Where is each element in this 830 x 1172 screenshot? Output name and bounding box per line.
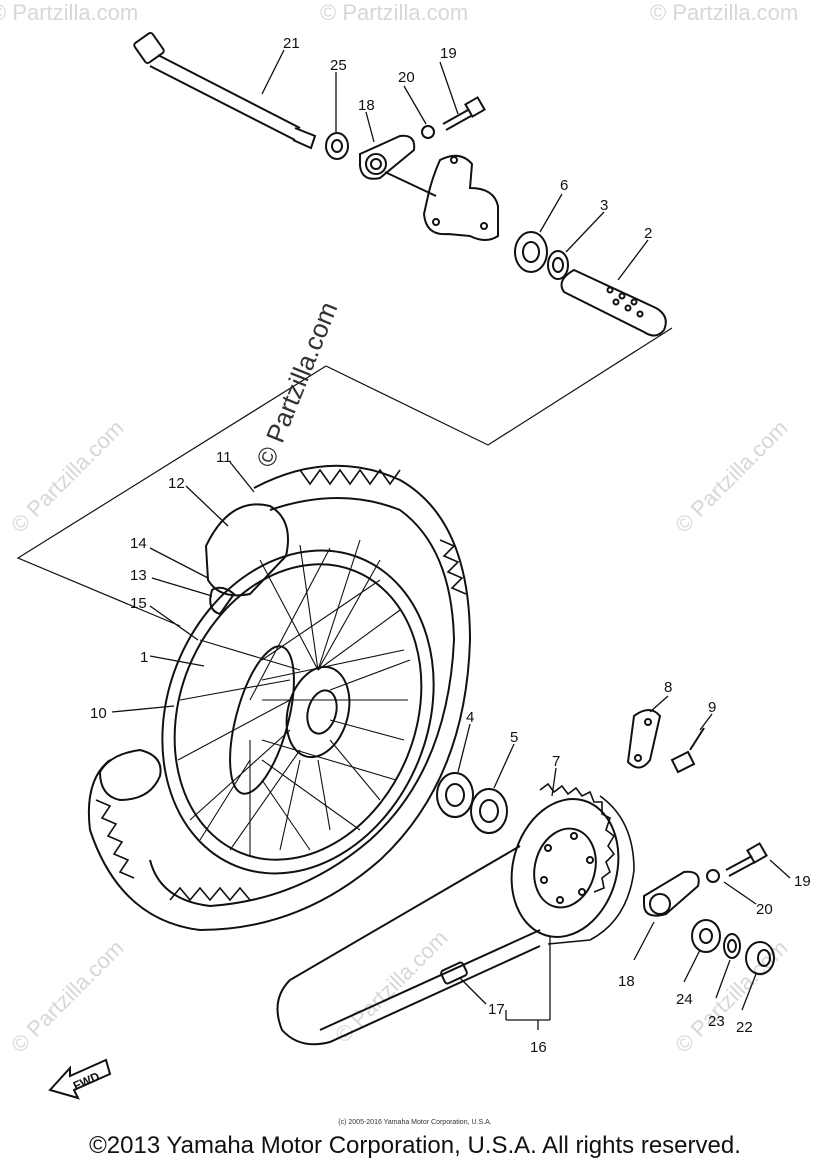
- watermark: © Partzilla.com: [650, 0, 799, 25]
- chain-adjuster-left: [359, 134, 416, 180]
- callout-19-right: 19: [794, 873, 811, 890]
- callout-13: 13: [130, 567, 147, 584]
- callout-3: 3: [600, 197, 608, 214]
- callout-10: 10: [90, 705, 107, 722]
- callout-12: 12: [168, 475, 185, 492]
- sprocket: [510, 782, 620, 938]
- callout-2: 2: [644, 225, 652, 242]
- callout-25: 25: [330, 57, 347, 74]
- callout-17: 17: [488, 1001, 505, 1018]
- callout-20-right: 20: [756, 901, 773, 918]
- callout-6: 6: [560, 177, 568, 194]
- chain: [276, 795, 635, 1046]
- callout-20: 20: [398, 69, 415, 86]
- oil-seal: [547, 250, 569, 280]
- copyright-footer: ©2013 Yamaha Motor Corporation, U.S.A. A…: [89, 1132, 741, 1159]
- adjuster-nut-right: [706, 869, 720, 883]
- callout-23: 23: [708, 1013, 725, 1030]
- bearing-lower: [436, 772, 474, 818]
- callout-8: 8: [664, 679, 672, 696]
- callout-14: 14: [130, 535, 147, 552]
- callout-22: 22: [736, 1019, 753, 1036]
- leader-lines: [111, 49, 791, 1030]
- callout-4: 4: [466, 709, 474, 726]
- callout-16: 16: [530, 1039, 547, 1056]
- tire: [87, 464, 472, 932]
- adjuster-nut: [421, 125, 435, 139]
- watermark: © Partzilla.com: [320, 0, 469, 25]
- tube: [204, 503, 289, 616]
- adjuster-bolt: [442, 96, 486, 131]
- axle-collar: [691, 919, 721, 953]
- callout-15: 15: [130, 595, 147, 612]
- chain-adjuster-right: [643, 870, 700, 917]
- oil-seal-lower: [470, 788, 508, 834]
- callout-1: 1: [140, 649, 148, 666]
- callout-7: 7: [552, 753, 560, 770]
- lock-bolt: [670, 727, 705, 774]
- callout-24: 24: [676, 991, 693, 1008]
- lock-plate: [626, 709, 662, 769]
- axle-nut: [325, 132, 349, 160]
- washer: [723, 933, 741, 959]
- callout-5: 5: [510, 729, 518, 746]
- callout-9: 9: [708, 699, 716, 716]
- callout-18-right: 18: [618, 973, 635, 990]
- adjuster-bolt-right: [725, 842, 768, 877]
- callout-18: 18: [358, 97, 375, 114]
- brake-bracket: [422, 154, 499, 241]
- watermark: © Partzilla.com: [0, 0, 139, 25]
- rim: [161, 549, 435, 875]
- fwd-arrow: [48, 1058, 112, 1100]
- callout-11: 11: [216, 449, 232, 466]
- chain-joint: [440, 961, 468, 985]
- axle-line: [384, 171, 437, 197]
- spokes: [177, 539, 411, 856]
- axle: [133, 32, 317, 150]
- spacer: [560, 268, 667, 337]
- axle-nut-right: [745, 941, 775, 975]
- bearing-upper: [514, 231, 548, 273]
- callout-21: 21: [283, 35, 300, 52]
- callout-19: 19: [440, 45, 457, 62]
- small-copyright: (c) 2005-2016 Yamaha Motor Corporation, …: [338, 1119, 492, 1126]
